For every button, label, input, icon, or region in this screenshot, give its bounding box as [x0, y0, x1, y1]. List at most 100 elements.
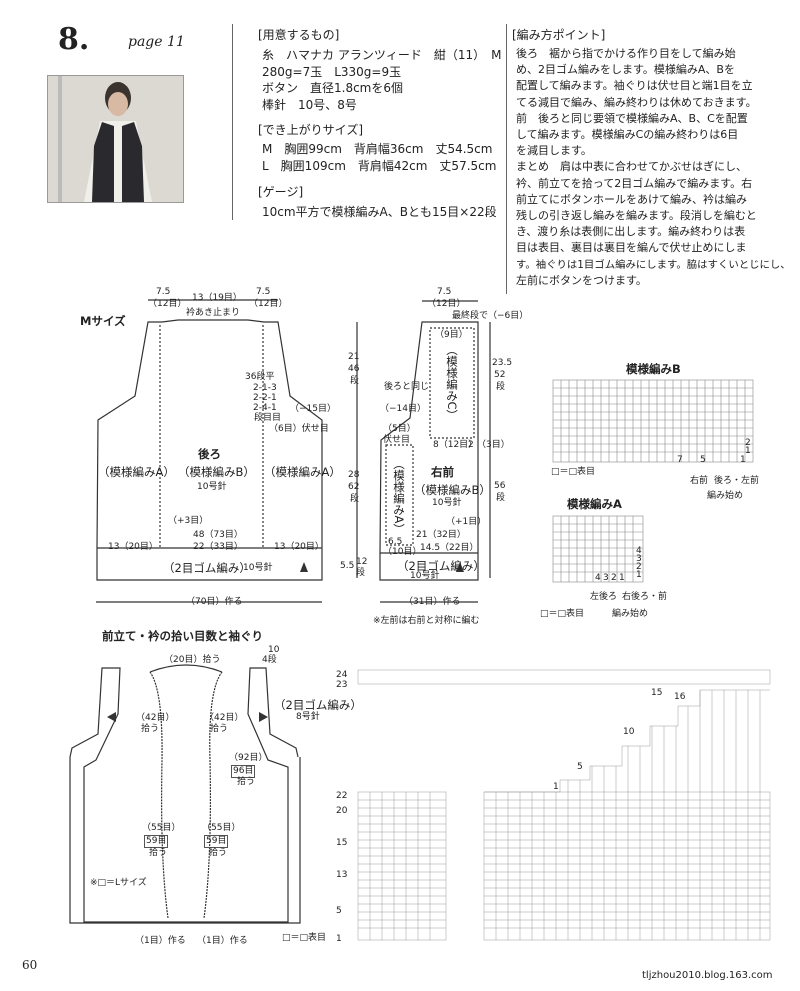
dim-label: 21 [348, 352, 360, 362]
row-number: 22 [336, 791, 348, 801]
dim-label: （3目） [477, 440, 510, 450]
dec-label: 36段平 [245, 372, 275, 382]
materials-line: 糸 ハマナカ アランツィード 紺（11） M [262, 48, 502, 62]
dim-label: 56 [494, 481, 506, 491]
rib-label: （2目ゴム編み） [274, 698, 362, 712]
chart-label: 右後ろ・前 [622, 592, 668, 602]
front-title: 右前 [431, 465, 454, 479]
dim-label: 52 [494, 370, 506, 380]
dim-label: 22（33目） [193, 542, 243, 552]
dim-label: （10目） [383, 547, 422, 557]
points-line: まとめ 肩は中表に合わせてかぶせはぎにし、 [516, 160, 747, 174]
mark-number: 16 [674, 692, 686, 702]
legend: □＝□表目 [540, 609, 585, 619]
pattern-label: （模様編みB） [414, 483, 491, 497]
pickup-label: （20目）拾う [164, 655, 221, 665]
model-photo [47, 75, 184, 203]
dim-label: （9目） [435, 330, 468, 340]
col-number: 3 [603, 573, 609, 583]
needle-label: 8号針 [296, 712, 320, 722]
row-number: 24 [336, 670, 348, 680]
pickup-label: （1目）作る [197, 936, 248, 946]
row-number: 2 [636, 562, 642, 572]
chart-b-title: 模様編みB [626, 362, 681, 376]
materials-line: 棒針 10号、8号 [262, 98, 357, 112]
chart-label: 編み始め [612, 609, 649, 619]
dim-label: 48（73目） [193, 530, 243, 540]
legend: □＝□表目 [282, 933, 327, 943]
dim-label: 46 [348, 364, 360, 374]
row-number: 23 [336, 680, 348, 690]
dim-label: 8（12目） [433, 440, 478, 450]
materials-heading: [用意するもの] [258, 28, 340, 42]
needle-label: 10号針 [197, 482, 227, 492]
materials-line: 280g=7玉 L330g=9玉 [262, 65, 402, 79]
dim-label: 7.5 [256, 287, 271, 297]
chart-label: 編み始め [707, 491, 744, 501]
dec-label: 段目目 [254, 413, 282, 423]
dim-label: 14.5（22目） [420, 543, 479, 553]
dim-label: 7.5 [156, 287, 171, 297]
col-number: 1 [619, 573, 625, 583]
pattern-label: （模様編みC） [445, 344, 459, 422]
pickup-label: 59目 [204, 835, 229, 848]
points-line: す。袖ぐりは1目ゴム編みにします。脇はすくいとじにし、 [516, 258, 791, 271]
dim-label: 13（20目） [108, 542, 158, 552]
points-line: 目は表目、裏目は裏目を編んで伏せ止めにしま [516, 241, 747, 255]
dim-label: 6.5 [388, 537, 403, 547]
dim-label: 段 [496, 493, 506, 503]
pickup-title: 前立て・衿の拾い目数と袖ぐり [102, 629, 263, 643]
dim-label: （−14目） [380, 404, 426, 414]
dim-label: 62 [348, 482, 360, 492]
needle-label: 10号針 [410, 571, 440, 581]
dec-label: 2-1-3 [253, 383, 277, 393]
dim-label: 12 [356, 557, 368, 567]
column-divider [506, 24, 507, 294]
pickup-label: （42目） [205, 713, 244, 723]
column-divider [232, 24, 233, 220]
points-body: 後ろ 裾から指でかける作り目をして編み始 め、2目ゴム編みをします。模様編みA、… [516, 46, 791, 289]
dec-label: 2-2-1 [253, 393, 277, 403]
dim-label: 後ろと同じ [384, 382, 430, 392]
col-number: 4 [595, 573, 601, 583]
col-number: 2 [611, 573, 617, 583]
pickup-label: 59目 [144, 835, 169, 848]
points-line: 配置して編みます。袖ぐりは伏せ目と端1目を立 [516, 79, 753, 93]
dim-label: 段 [350, 494, 360, 504]
row-number: 1 [636, 570, 642, 580]
pickup-label: 拾う [209, 848, 228, 858]
points-line: 衿、前立てを拾って2目ゴム編みで編みます。右 [516, 176, 753, 190]
points-line: して編みます。模様編みCの編み終わりは6目 [516, 128, 739, 142]
pickup-label: 拾う [149, 848, 168, 858]
points-line: き、渡り糸は表側に出します。編み終わりは表 [516, 225, 746, 239]
dim-label: （12目） [148, 299, 187, 309]
back-title: 後ろ [198, 447, 221, 461]
pickup-label: 拾う [237, 777, 256, 787]
dim-label: （+1目） [446, 517, 487, 527]
dim-label: 段 [350, 376, 360, 386]
points-line: 残しの引き返し編みを編みます。段消しを編むと [516, 209, 757, 223]
pickup-label: （92目） [229, 753, 268, 763]
pickup-label: 10 [268, 645, 280, 655]
row-number: 20 [336, 806, 348, 816]
vest-photo-illustration [48, 76, 183, 202]
pickup-label: （55目） [142, 823, 181, 833]
row-number: 2 [745, 438, 751, 448]
materials-line: ボタン 直径1.8cmを6個 [262, 81, 404, 95]
row-number: 5 [336, 906, 342, 916]
pattern-number: 8. [58, 22, 90, 57]
dec-label: 2-4-1 [253, 403, 277, 413]
pickup-label: （55目） [202, 823, 241, 833]
dim-label: 段 [356, 568, 366, 578]
dim-label: （12目） [427, 299, 466, 309]
mark-number: 1 [553, 782, 559, 792]
gauge-line: 10cm平方で模様編みA、Bとも15目×22段 [262, 205, 497, 219]
note: ※左前は右前と対称に編む [373, 616, 480, 626]
pickup-label: （1目）作る [135, 936, 186, 946]
size-line: M 胸囲99cm 背肩幅36cm 丈54.5cm [262, 142, 493, 156]
col-number: 5 [700, 455, 706, 465]
points-line: 前 後ろと同じ要領で模様編みA、B、Cを配置 [516, 111, 748, 125]
size-heading: [でき上がりサイズ] [258, 123, 364, 137]
dim-label: 最終段で（−6目） [452, 311, 529, 321]
